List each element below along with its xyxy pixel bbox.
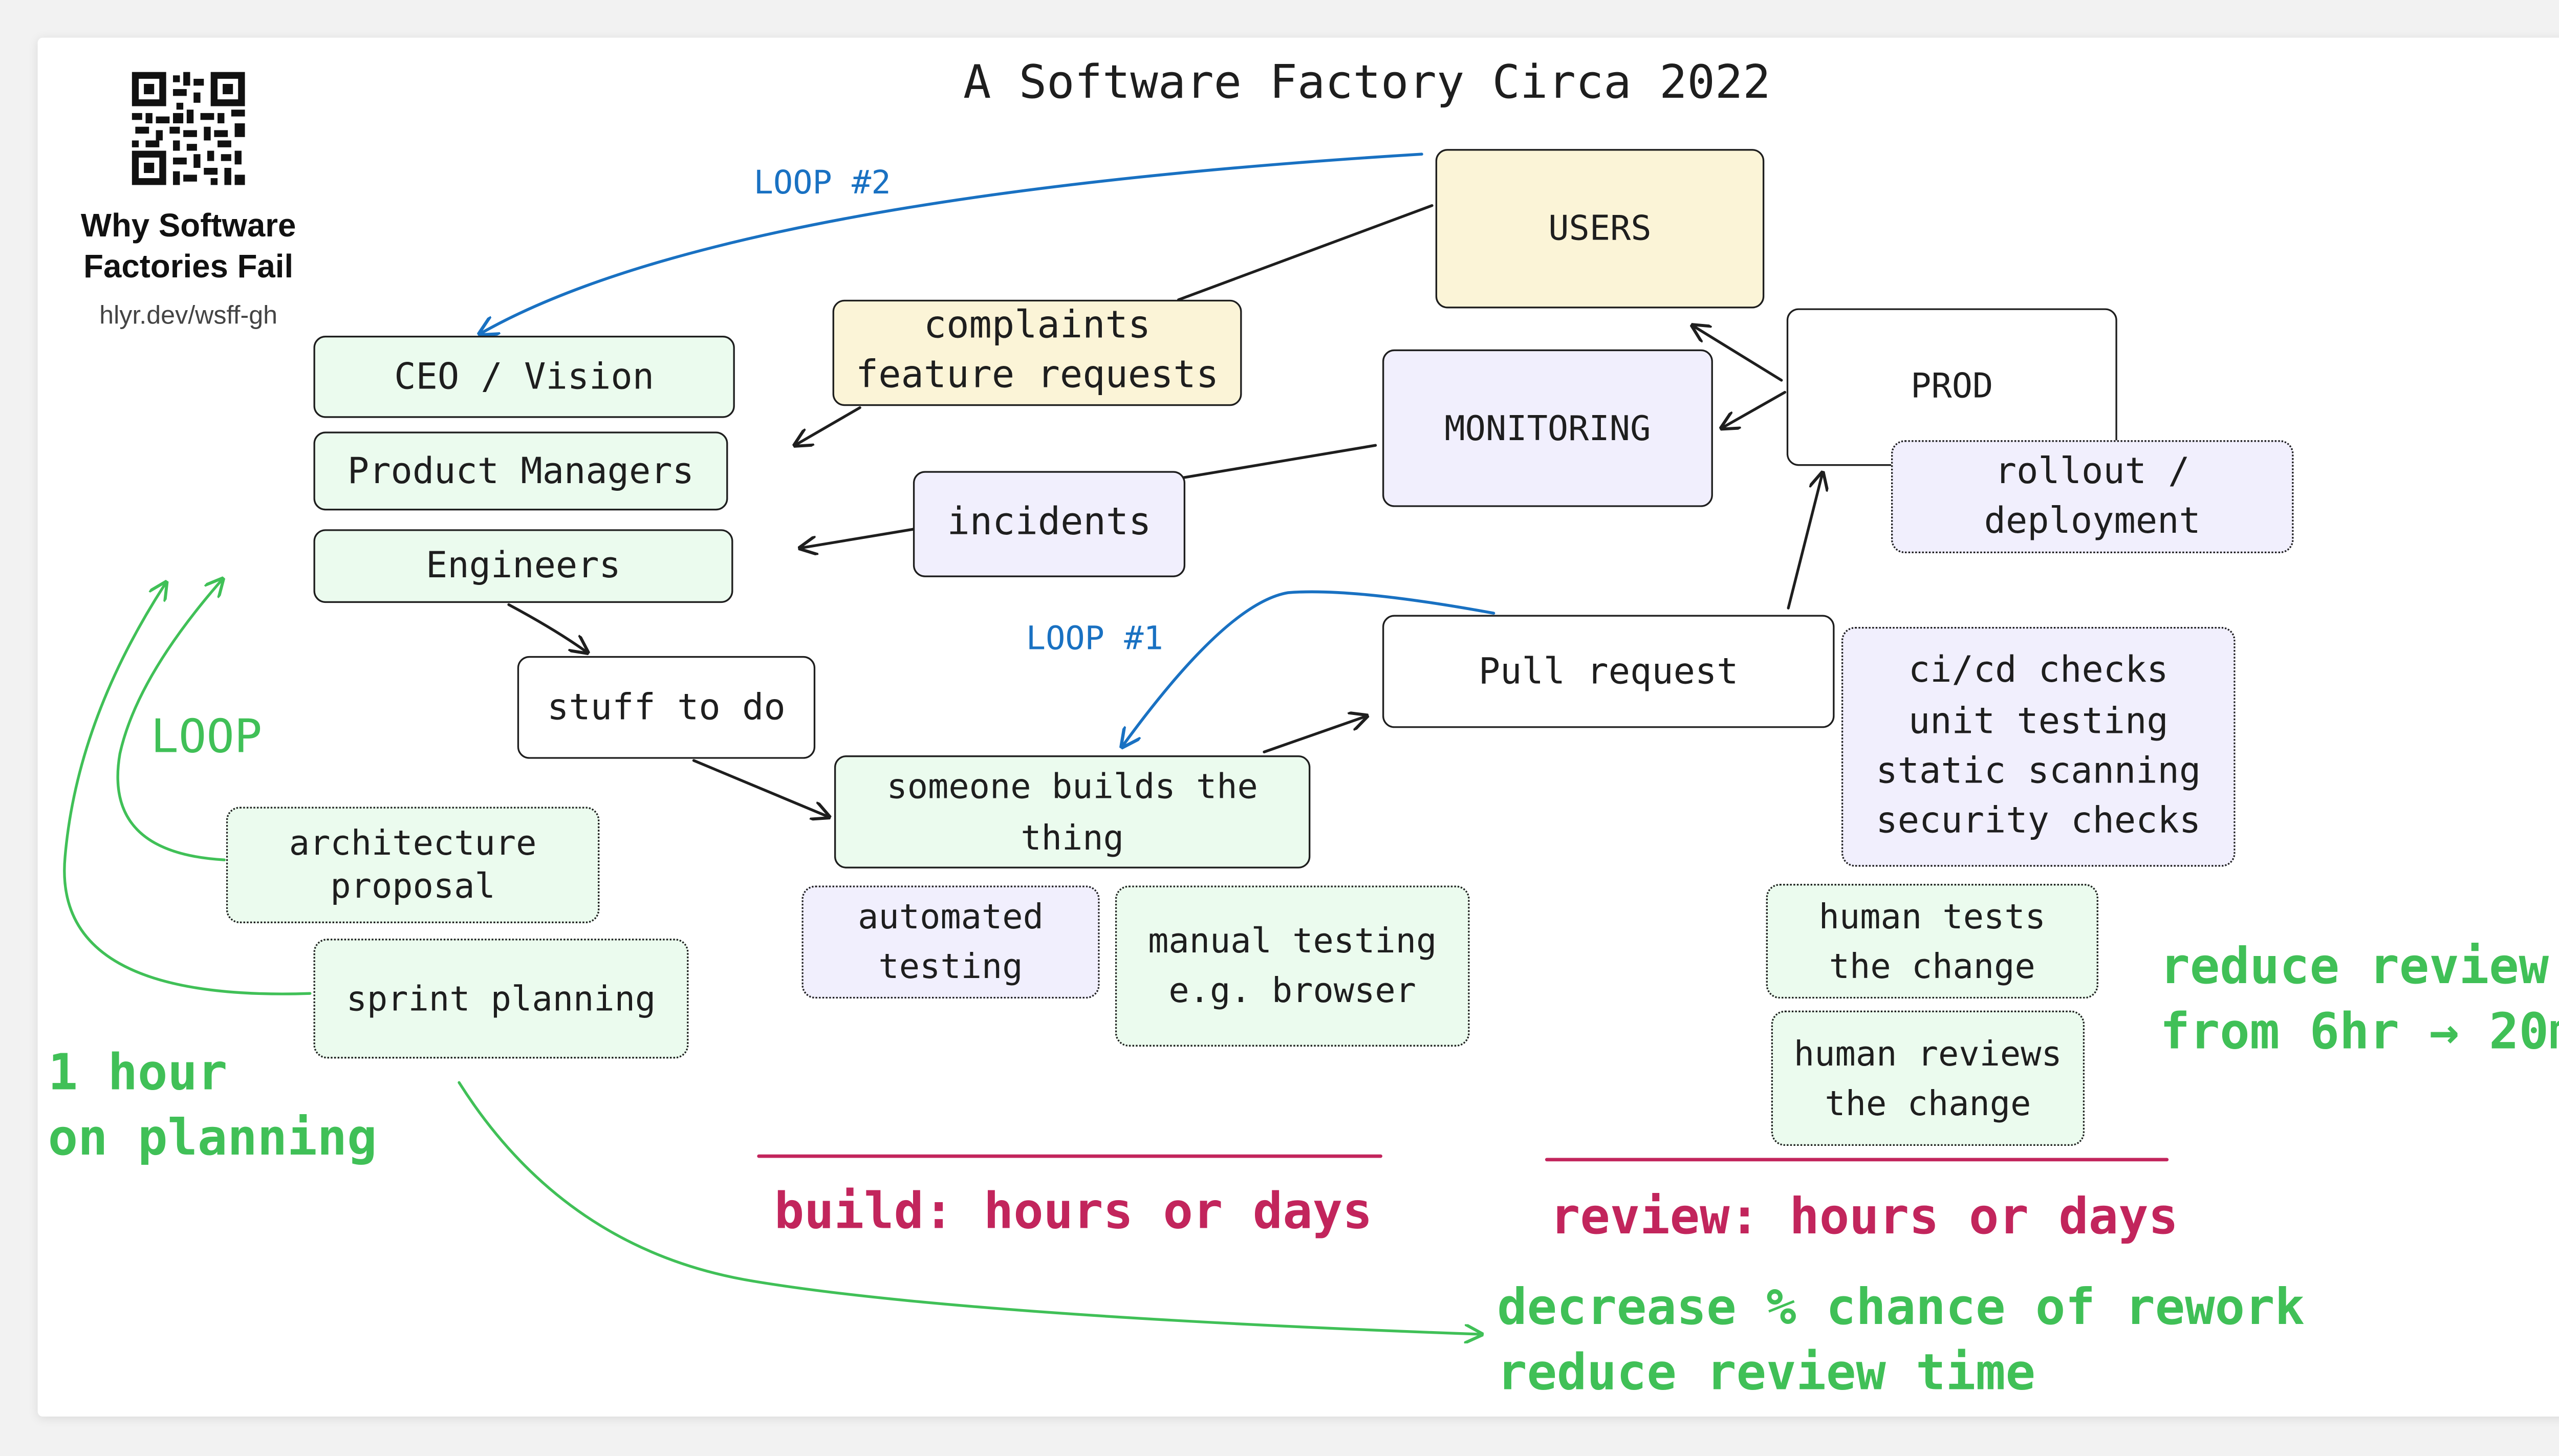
builds-to-pr: [1263, 716, 1367, 753]
promo-line-1: Why Software: [80, 209, 296, 245]
loop-arrow-inner: [116, 579, 224, 861]
review-time-label: review: hours or days: [1550, 1187, 2179, 1246]
human-reviews-box[interactable]: human reviews the change: [1771, 1010, 2085, 1146]
manual-testing-box[interactable]: manual testing e.g. browser: [1115, 885, 1470, 1047]
prod-to-users: [1693, 325, 1783, 382]
promo-url[interactable]: hlyr.dev/wsff-gh: [99, 301, 278, 331]
architecture-proposal-box[interactable]: architecture proposal: [226, 807, 600, 923]
complaints-feature-requests-box[interactable]: complaints feature requests: [832, 299, 1242, 406]
stuff-to-builds: [692, 759, 829, 817]
incidents-to-engineers: [800, 528, 915, 548]
someone-builds-the-thing-box[interactable]: someone builds the thing: [834, 755, 1311, 868]
planning-to-rework-arrow: [458, 1081, 1482, 1334]
qr-code-icon: [132, 72, 245, 185]
rollout-deployment-box[interactable]: rollout / deployment: [1891, 440, 2294, 554]
ci-cd-checks-box[interactable]: ci/cd checks unit testing static scannin…: [1841, 626, 2236, 867]
diagram-title: A Software Factory Circa 2022: [963, 56, 1771, 110]
reduce-review-note: reduce review from 6hr → 20m: [2160, 937, 2559, 1060]
promo-line-2: Factories Fail: [83, 250, 294, 286]
loop2-arrow: [480, 153, 1423, 334]
planning-note: 1 hour on planning: [48, 1043, 377, 1166]
pr-to-prod: [1787, 473, 1823, 610]
users-to-complaints: [1177, 204, 1434, 301]
build-time-label: build: hours or days: [774, 1182, 1373, 1241]
ceo-vision-box[interactable]: CEO / Vision: [313, 335, 735, 418]
monitoring-to-incidents: [1180, 444, 1377, 480]
pull-request-box[interactable]: Pull request: [1382, 615, 1835, 728]
engineers-box[interactable]: Engineers: [313, 529, 733, 603]
stuff-to-do-box[interactable]: stuff to do: [517, 656, 816, 759]
sprint-planning-box[interactable]: sprint planning: [313, 939, 689, 1059]
product-managers-box[interactable]: Product Managers: [313, 431, 728, 511]
engineers-to-stuff: [507, 603, 588, 653]
human-tests-box[interactable]: human tests the change: [1766, 884, 2098, 999]
complaints-to-pm: [795, 406, 861, 446]
loop-2-label: LOOP #2: [753, 164, 891, 202]
prod-to-monitoring: [1722, 390, 1787, 428]
automated-testing-box[interactable]: automated testing: [801, 885, 1100, 999]
incidents-box[interactable]: incidents: [913, 471, 1186, 577]
loop1-arrow: [1122, 590, 1495, 747]
loop-arrow-outer: [63, 582, 312, 995]
loop-1-label: LOOP #1: [1026, 620, 1163, 658]
monitoring-box[interactable]: MONITORING: [1382, 349, 1713, 507]
loop-label: LOOP: [150, 710, 263, 764]
users-box[interactable]: USERS: [1435, 149, 1765, 309]
decrease-rework-note: decrease % chance of rework reduce revie…: [1497, 1277, 2305, 1401]
prod-box[interactable]: PROD: [1786, 308, 2117, 466]
